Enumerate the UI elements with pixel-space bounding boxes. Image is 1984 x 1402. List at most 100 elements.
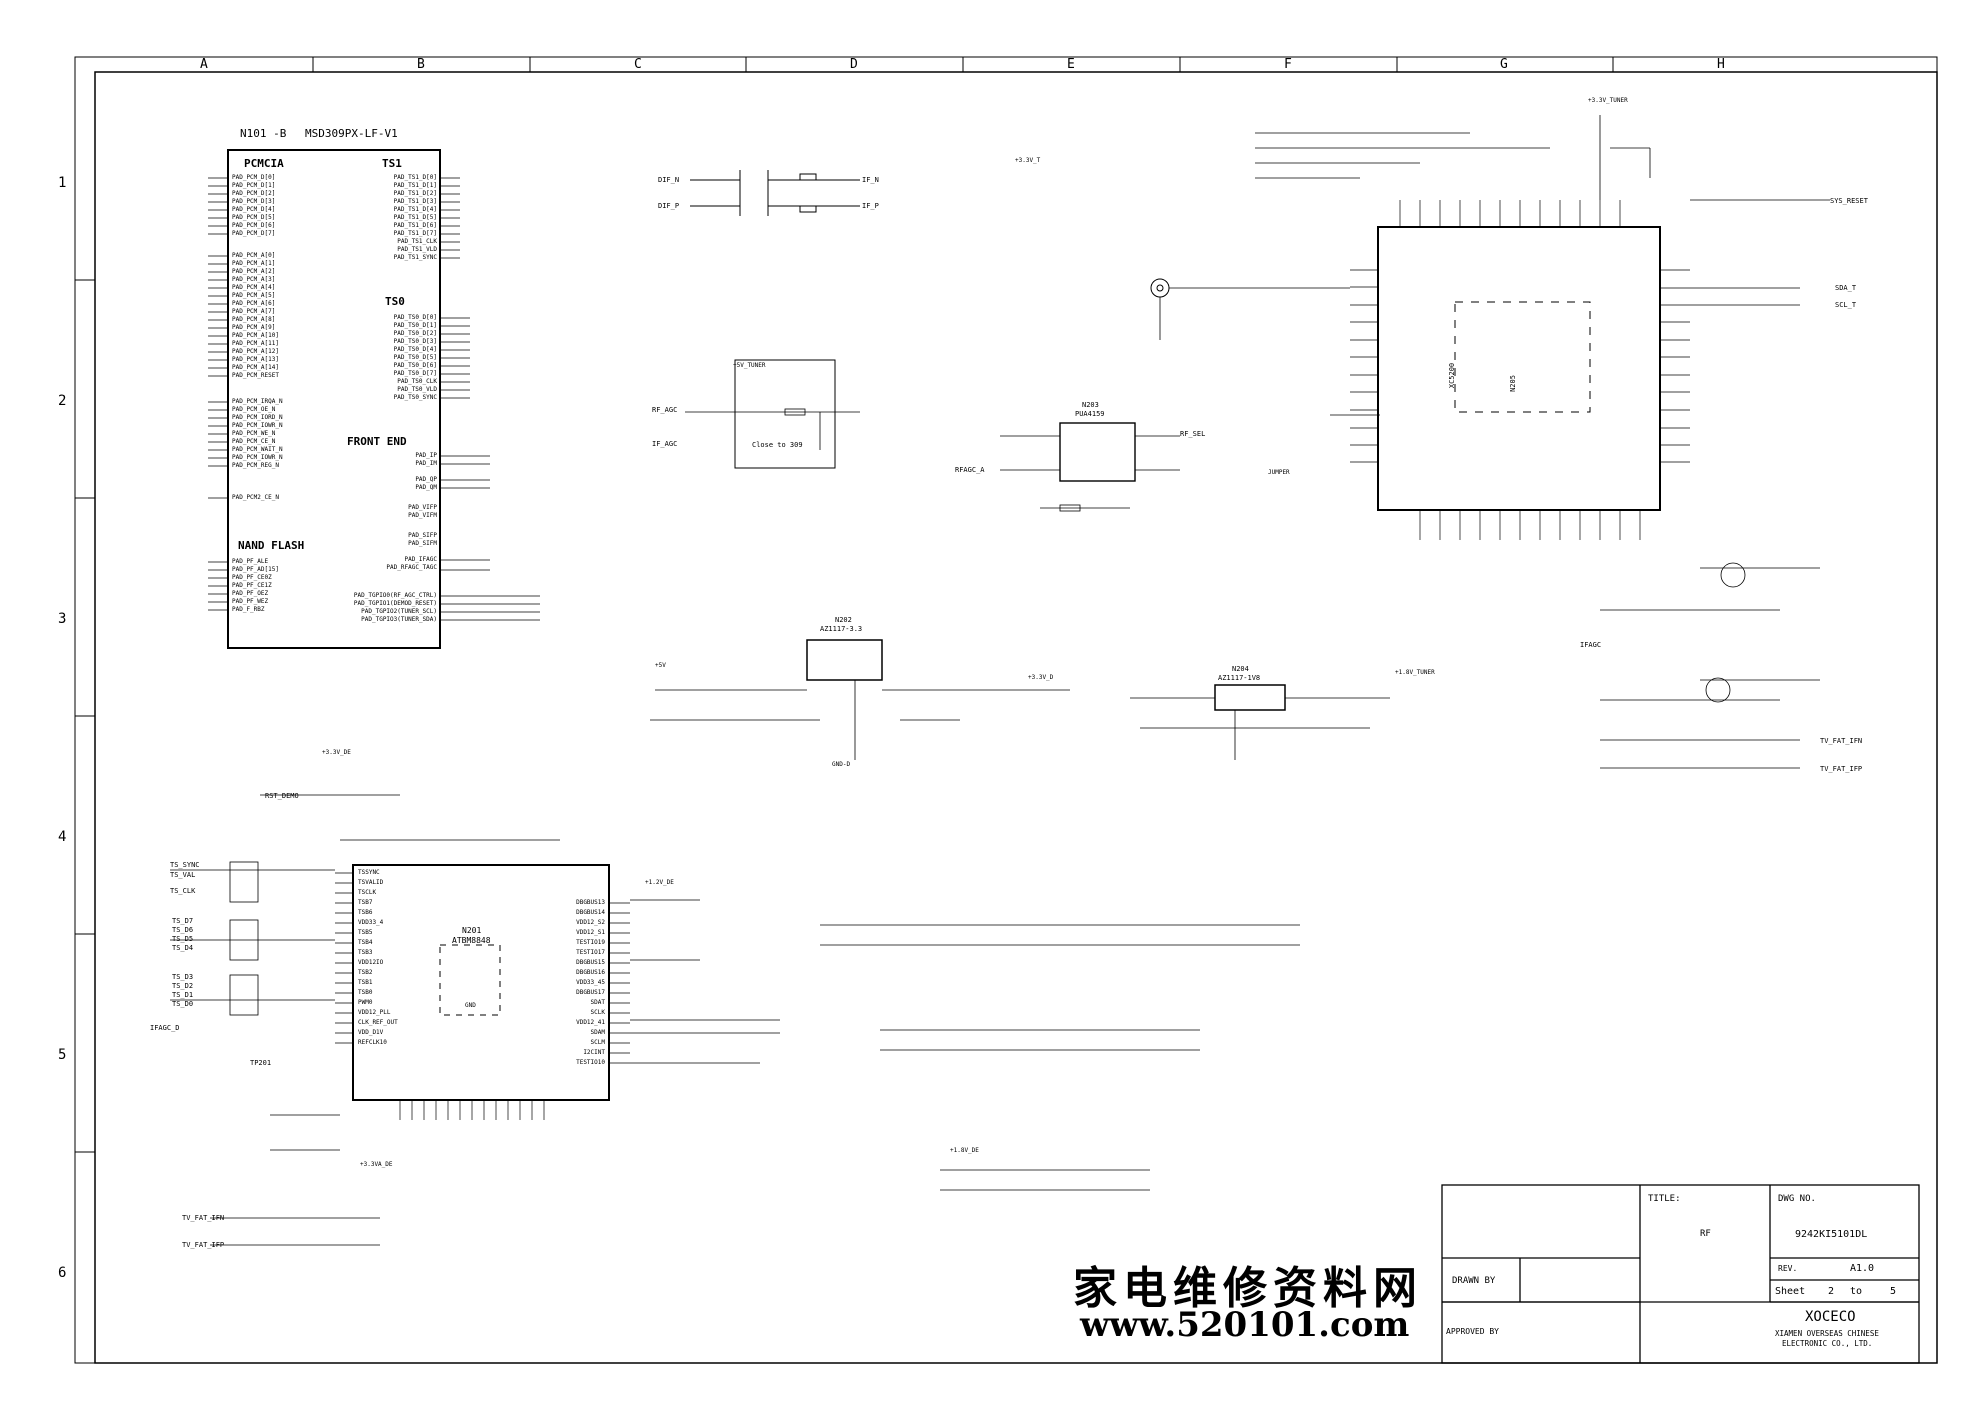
pin-label: PAD_PCM_A[7] <box>232 308 276 315</box>
tuner-right-pins <box>1660 269 1690 463</box>
net-tv-fat-ifp-left: TV_FAT_IFP <box>182 1241 225 1249</box>
pin-label: DBGBUS13 <box>576 899 605 906</box>
switch-ic-body <box>1059 422 1136 482</box>
pin-label: VDD12_PLL <box>358 1009 391 1016</box>
row-label-3: 3 <box>58 611 67 627</box>
pin-label: DBGBUS15 <box>576 959 605 966</box>
pin-label: TSB2 <box>358 969 373 976</box>
sheet-label: Sheet <box>1775 1286 1806 1297</box>
demod-ic-body <box>352 864 610 1101</box>
net-if-n: IF_N <box>862 176 879 184</box>
pin-label: PAD_TS0_SYNC <box>393 394 437 401</box>
row-label-1: 1 <box>58 175 67 191</box>
pin-label: PWM0 <box>358 999 373 1006</box>
rail-1v8-de: +1.8V_DE <box>950 1147 979 1154</box>
switch-ic-ref: N203 <box>1082 401 1099 409</box>
pin-label: PAD_TS0_VLD <box>397 386 437 393</box>
tuner-top-pins <box>1399 200 1621 227</box>
section-pcmcia: PCMCIA <box>244 157 284 170</box>
row-label-2: 2 <box>58 393 67 409</box>
tuner-left-pins <box>1350 269 1378 463</box>
sheet-num: 2 <box>1828 1286 1835 1297</box>
net-scl-t: SCL_T <box>1835 301 1857 309</box>
section-front-end: FRONT END <box>347 435 407 448</box>
pin-label: PAD_PCM2_CE_N <box>232 494 279 501</box>
pin-label: TSB7 <box>358 899 373 906</box>
pin-label: PAD_TS1_D[4] <box>393 206 437 213</box>
row-label-6: 6 <box>58 1265 67 1281</box>
main-ic-part: MSD309PX-LF-V1 <box>305 127 398 140</box>
pin-label: PAD_PCM_A[2] <box>232 268 276 275</box>
pin-label: PAD_PCM_A[0] <box>232 252 276 259</box>
title-label: TITLE: <box>1648 1194 1681 1204</box>
pin-label: PAD_TS0_D[7] <box>393 370 437 377</box>
net-sys-reset: SYS_RESET <box>1830 197 1868 205</box>
net-rf-sel: RF_SEL <box>1180 430 1206 438</box>
net-if-p: IF_P <box>862 202 879 210</box>
demod-left-pins <box>335 872 353 1044</box>
if-filter-block <box>690 170 860 216</box>
pin-label: PAD_PCM_A[14] <box>232 364 279 371</box>
pin-label: PAD_RFAGC_TAGC <box>386 564 437 571</box>
column-label-a: A <box>200 57 208 72</box>
pin-label: PAD_PCM_D[0] <box>232 174 276 181</box>
net-sda-t: SDA_T <box>1835 284 1857 292</box>
close-to-309-box <box>734 359 836 469</box>
rev-value: A1.0 <box>1850 1263 1875 1274</box>
rail-5v: +5V <box>655 662 666 669</box>
sheet-total: 5 <box>1890 1286 1897 1297</box>
pin-label: PAD_TS0_D[0] <box>393 314 437 321</box>
net-ts-d0: TS_D0 <box>172 1000 194 1008</box>
section-ts1: TS1 <box>382 157 402 170</box>
pin-label: PAD_PCM_D[1] <box>232 182 276 189</box>
reg-n202-part: AZ1117-3.3 <box>820 625 863 633</box>
output-transistors <box>1600 562 1820 769</box>
rail-5v-tuner: +5V_TUNER <box>733 362 766 369</box>
pin-label: TSCLK <box>358 889 377 896</box>
jumper-label: JUMPER <box>1268 469 1290 476</box>
pin-label: PAD_PCM_REG_N <box>232 462 279 469</box>
column-label-e: E <box>1067 57 1075 72</box>
pin-label: PAD_TS1_D[6] <box>393 222 437 229</box>
reg-n204-ref: N204 <box>1232 665 1249 673</box>
rail-1v2-de: +1.2V_DE <box>645 879 674 886</box>
pin-label: PAD_TS0_D[4] <box>393 346 437 353</box>
pin-label: PAD_PCM_A[6] <box>232 300 276 307</box>
note-close-to-309: Close to 309 <box>752 441 803 449</box>
pin-label: PAD_TGPIO3(TUNER_SDA) <box>361 616 437 623</box>
column-label-d: D <box>850 57 858 72</box>
company-full-1: XIAMEN OVERSEAS CHINESE <box>1775 1329 1879 1338</box>
dwg-label: DWG NO. <box>1778 1194 1816 1204</box>
pin-label: TSB4 <box>358 939 373 946</box>
dwg-value: 9242KI5101DL <box>1795 1229 1868 1240</box>
pin-label: TSB5 <box>358 929 373 936</box>
rail-1v8-tuner: +1.8V_TUNER <box>1395 669 1435 676</box>
company-full-2: ELECTRONIC CO., LTD. <box>1782 1339 1873 1348</box>
pin-label: PAD_TGPIO2(TUNER_SCL) <box>361 608 437 615</box>
pin-label: PAD_PF_AD[15] <box>232 566 279 573</box>
pin-label: DBGBUS16 <box>576 969 605 976</box>
pin-label: VDD33_45 <box>576 979 605 986</box>
pin-label: PAD_IP <box>415 452 437 459</box>
pin-label: PAD_PCM_D[6] <box>232 222 276 229</box>
pin-label: PAD_PCM_IRQA_N <box>232 398 283 405</box>
company-name: XOCECO <box>1805 1309 1856 1325</box>
pin-label: PAD_PCM_D[2] <box>232 190 276 197</box>
pin-label: PAD_PCM_D[5] <box>232 214 276 221</box>
net-ts-d1: TS_D1 <box>172 991 194 999</box>
demod-exposed-pad <box>439 944 501 1016</box>
net-ts-d7: TS_D7 <box>172 917 194 925</box>
pin-label: PAD_VIFM <box>408 512 437 519</box>
watermark-url: www.520101.com <box>1080 1305 1410 1345</box>
section-ts0: TS0 <box>385 295 405 308</box>
pin-label: PAD_QP <box>415 476 437 483</box>
pin-label: PAD_PCM_IOWR_N <box>232 422 283 429</box>
pin-label: TSVALID <box>358 879 384 886</box>
net-dif-n: DIF_N <box>658 176 680 184</box>
pin-label: TSB3 <box>358 949 373 956</box>
pin-label: PAD_QM <box>415 484 437 491</box>
pin-label: VDD12_S1 <box>576 929 605 936</box>
main-ic-right-pins <box>440 177 540 621</box>
pin-label: PAD_PCM_A[11] <box>232 340 279 347</box>
